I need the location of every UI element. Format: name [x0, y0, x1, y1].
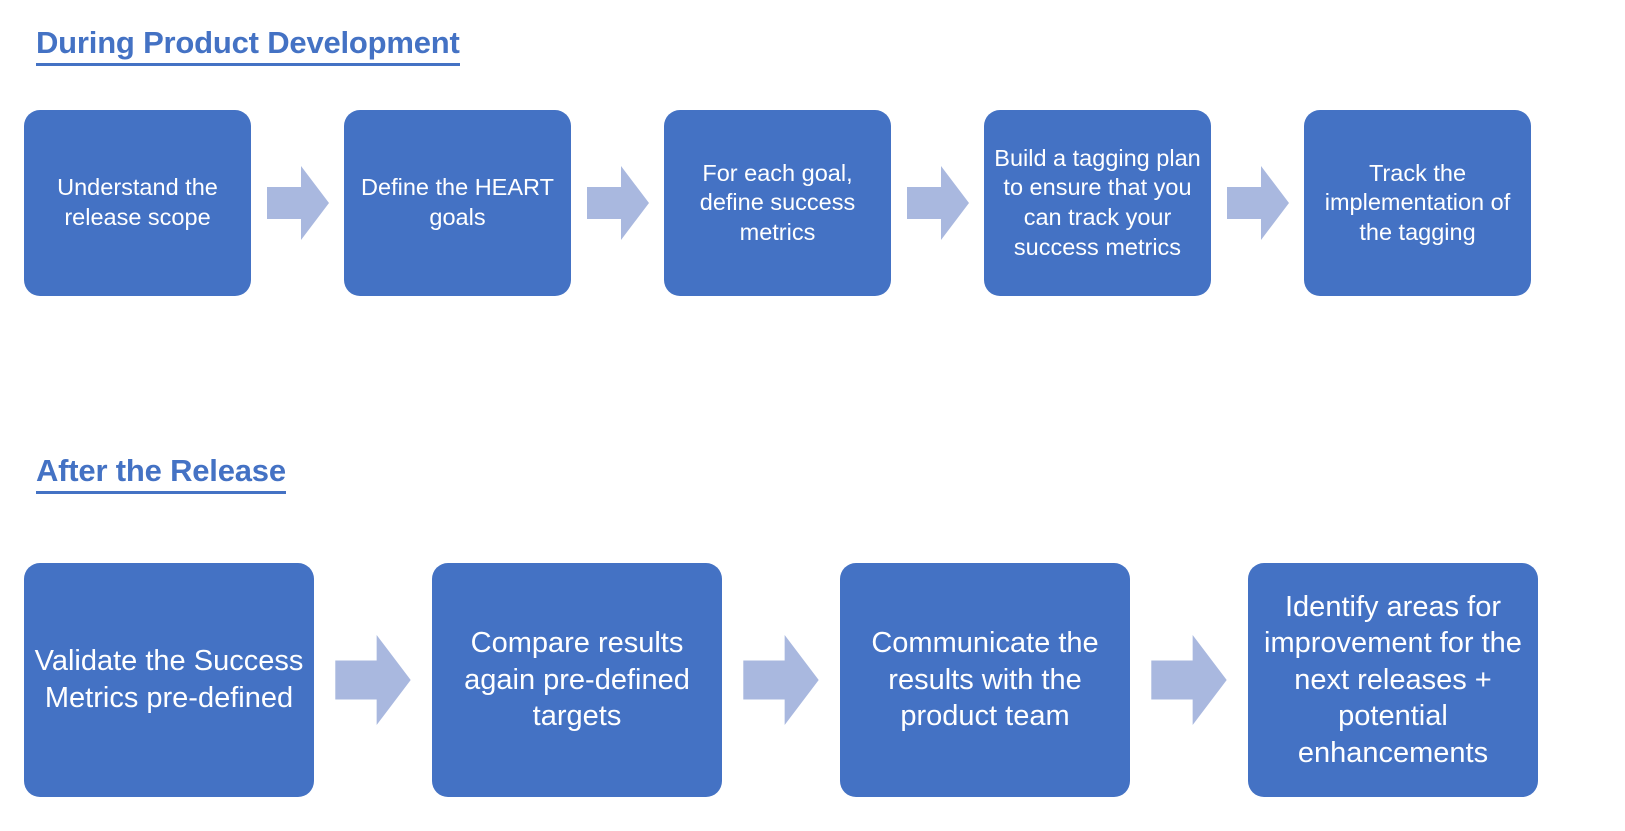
process-step-label: Track the implementation of the tagging [1324, 159, 1511, 245]
flow-arrow-4 [1211, 110, 1304, 296]
process-step-identify-improvement-areas[interactable]: Identify areas for improvement for the n… [1248, 563, 1538, 797]
process-step-define-success-metrics[interactable]: For each goal, define success metrics [664, 110, 891, 296]
process-flow-after-the-release: Validate the Success Metrics pre-defined… [24, 563, 1620, 797]
process-step-label: Communicate the results with the product… [871, 627, 1099, 733]
process-step-label: Build a tagging plan to ensure that you … [994, 144, 1201, 260]
process-step-communicate-results[interactable]: Communicate the results with the product… [840, 563, 1130, 797]
process-step-compare-results[interactable]: Compare results again pre-defined target… [432, 563, 722, 797]
flow-arrow-6 [722, 563, 840, 797]
flow-arrow-7 [1130, 563, 1248, 797]
process-step-label: Compare results again pre-defined target… [464, 627, 690, 733]
section-heading-after-the-release: After the Release [36, 453, 286, 495]
flow-arrow-1 [251, 110, 344, 296]
flow-arrow-3 [891, 110, 984, 296]
flow-arrow-2 [571, 110, 664, 296]
section-heading-during-product-development: During Product Development [36, 25, 460, 67]
process-flow-during-product-development: Understand the release scope Define the … [24, 110, 1620, 296]
right-block-arrow-icon [743, 635, 819, 725]
right-block-arrow-icon [1151, 635, 1227, 725]
process-step-label: Understand the release scope [57, 174, 218, 230]
process-step-define-heart-goals[interactable]: Define the HEART goals [344, 110, 571, 296]
right-block-arrow-icon [586, 166, 649, 240]
flow-arrow-5 [314, 563, 432, 797]
process-step-build-tagging-plan[interactable]: Build a tagging plan to ensure that you … [984, 110, 1211, 296]
process-step-validate-success-metrics[interactable]: Validate the Success Metrics pre-defined [24, 563, 314, 797]
right-block-arrow-icon [266, 166, 329, 240]
process-step-understand-release-scope[interactable]: Understand the release scope [24, 110, 251, 296]
process-step-track-tagging-implementation[interactable]: Track the implementation of the tagging [1304, 110, 1531, 296]
process-step-label: For each goal, define success metrics [699, 159, 856, 245]
right-block-arrow-icon [1226, 166, 1289, 240]
process-step-label: Define the HEART goals [361, 174, 554, 230]
right-block-arrow-icon [906, 166, 969, 240]
right-block-arrow-icon [335, 635, 411, 725]
process-step-label: Validate the Success Metrics pre-defined [34, 645, 304, 714]
process-step-label: Identify areas for improvement for the n… [1264, 590, 1522, 769]
